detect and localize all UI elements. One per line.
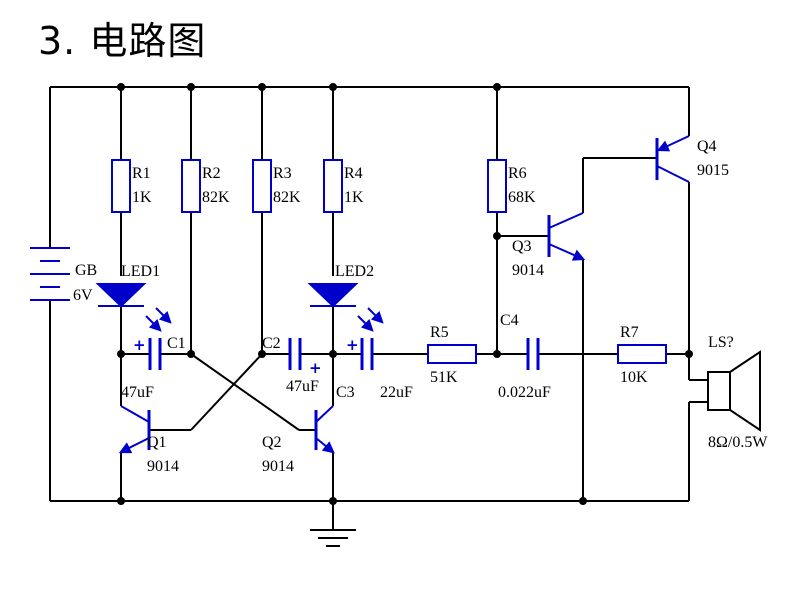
r2-value: 82K [202,189,230,206]
junctions [117,83,693,505]
c1-polarity: + [133,336,146,354]
npn-transistor-icon [314,405,335,454]
r3-ref: R3 [273,165,292,182]
speaker-value: 8Ω/0.5W [708,434,768,451]
r1-value: 1K [132,189,152,206]
c1-value: 47uF [121,384,154,401]
wires [49,86,708,530]
page-title: 3. 电路图 [38,19,207,63]
c3-value: 22uF [380,384,413,401]
q2-ref: Q2 [262,434,282,451]
q3-ref: Q3 [512,238,532,255]
c2-value: 47uF [286,378,319,395]
r1-ref: R1 [132,165,151,182]
pnp-transistor-icon [655,135,690,183]
c3-ref: C3 [336,384,355,401]
r6-value: 68K [508,189,536,206]
q4-value: 9015 [697,162,729,179]
r3-value: 82K [273,189,301,206]
battery-ref: GB [75,262,97,279]
npn-transistor-icon [118,405,151,454]
capacitor-icon [148,338,540,370]
led-icon [307,283,384,332]
c4-ref: C4 [500,312,519,329]
r6-ref: R6 [508,165,527,182]
ground-icon [310,529,356,547]
r2-ref: R2 [202,165,221,182]
q2-value: 9014 [262,458,294,475]
r4-ref: R4 [344,165,363,182]
battery-icon [30,247,70,301]
c3-polarity: + [346,336,359,354]
c2-ref: C2 [262,335,281,352]
speaker-ref: LS? [708,334,734,351]
led1-ref: LED1 [121,263,160,280]
led2-ref: LED2 [335,263,374,280]
speaker-icon [707,350,761,432]
r7-value: 10K [620,369,648,386]
npn-transistor-icon [547,212,586,261]
c2-polarity: + [309,359,322,377]
battery-value: 6V [73,287,93,304]
c1-ref: C1 [167,335,186,352]
resistor-icon [111,159,667,364]
q1-value: 9014 [147,458,179,475]
q3-value: 9014 [512,262,544,279]
c4-value: 0.022uF [498,384,551,401]
r5-ref: R5 [430,324,449,341]
r4-value: 1K [344,189,364,206]
q4-ref: Q4 [697,138,717,155]
led-icon [95,283,172,332]
r5-value: 51K [430,369,458,386]
r7-ref: R7 [620,324,639,341]
q1-ref: Q1 [147,434,167,451]
